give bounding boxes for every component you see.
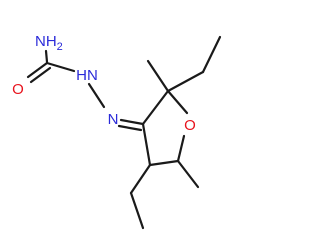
bond-ring-c4-c3 [141,122,152,167]
bond-c4-ethyl-1 [129,163,152,195]
bond-c4-ethyl-2 [129,191,145,230]
bond-c2-ethyl-1 [166,70,205,93]
bond-carbonyl-double-1 [26,61,49,79]
bond-ring-c3-c2 [141,89,170,126]
bond-c2-ethyl-2 [201,35,222,74]
bond-hn-n [87,82,106,109]
bond-ring-c2-o [166,89,189,115]
atom-imine-n: N [108,111,119,128]
bond-ring-c5-c4 [148,159,180,167]
atom-hydrazine-nh: HN [76,67,98,84]
bond-carbonyl-double-2 [29,66,52,84]
bond-imine-double-1 [119,118,145,126]
bond-amide-n-carbonyl-c [44,49,49,64]
bond-imine-double-2 [117,124,143,132]
atom-labels: NH2 O HN N O [12,33,196,134]
bond-ring-o-c5 [176,134,186,163]
atom-ring-o: O [184,117,196,134]
bond-c5-methyl [176,159,200,189]
bond-c2-methyl [146,59,170,93]
bonds [26,35,222,230]
atom-amide-n: NH2 [35,33,63,53]
atom-carbonyl-o: O [12,81,24,98]
bond-carbonyl-c-hn [45,61,76,73]
molecule-structure: NH2 O HN N O [12,33,222,230]
